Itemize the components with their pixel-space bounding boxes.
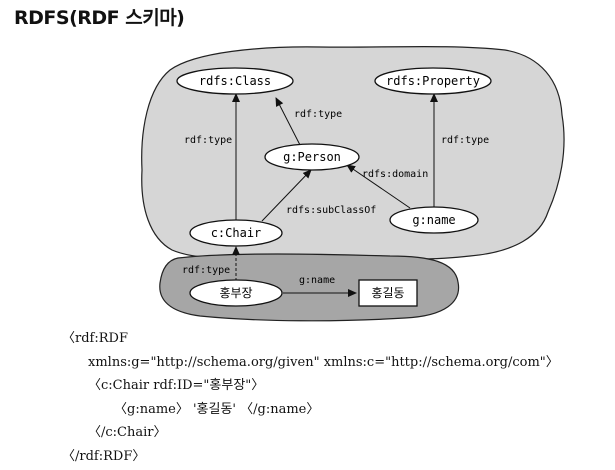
code-line: 〈/c:Chair〉	[88, 425, 167, 440]
node-honggildong	[358, 279, 418, 307]
edge-chair-subclassof-person	[261, 169, 312, 222]
node-g-name-label: g:name	[412, 213, 455, 227]
code-line: 〈g:name〉 '홍길동' 〈/g:name〉	[114, 401, 320, 417]
node-g-name	[389, 206, 479, 234]
node-rdfs-property	[374, 67, 492, 95]
edge-person-to-class	[275, 97, 301, 146]
node-rdfs-class-label: rdfs:Class	[199, 74, 271, 88]
node-rdfs-property-label: rdfs:Property	[386, 74, 480, 88]
label-chair-type: rdf:type	[184, 135, 232, 146]
code-line: 〈/rdf:RDF〉	[62, 448, 146, 464]
label-instance-name: g:name	[299, 275, 335, 286]
node-g-person	[264, 143, 360, 171]
node-c-chair-label: c:Chair	[211, 226, 262, 240]
code-line: 〈rdf:RDF	[62, 331, 128, 346]
edge-name-domain-person	[346, 164, 411, 209]
label-domain: rdfs:domain	[362, 169, 428, 180]
label-instance-type: rdf:type	[182, 265, 230, 276]
rdfs-diagram: rdfs:Class rdfs:Property g:Person c:Chai…	[141, 46, 565, 322]
code-line: xmlns:g="http://schema.org/given" xmlns:…	[88, 354, 559, 370]
rdf-code-block: 〈rdf:RDF xmlns:g="http://schema.org/give…	[62, 327, 559, 468]
code-line: 〈c:Chair rdf:ID="홍부장"〉	[88, 378, 265, 393]
label-name-type: rdf:type	[441, 135, 489, 146]
node-hongbujang-label: 홍부장	[219, 286, 252, 300]
node-g-person-label: g:Person	[283, 150, 341, 164]
node-hongbujang	[189, 279, 283, 307]
label-person-type: rdf:type	[294, 109, 342, 120]
page-title: RDFS(RDF 스키마)	[14, 7, 185, 29]
node-honggildong-label: 홍길동	[371, 286, 404, 300]
node-c-chair	[189, 219, 283, 247]
node-rdfs-class	[176, 67, 294, 95]
label-subclassof: rdfs:subClassOf	[286, 205, 376, 216]
